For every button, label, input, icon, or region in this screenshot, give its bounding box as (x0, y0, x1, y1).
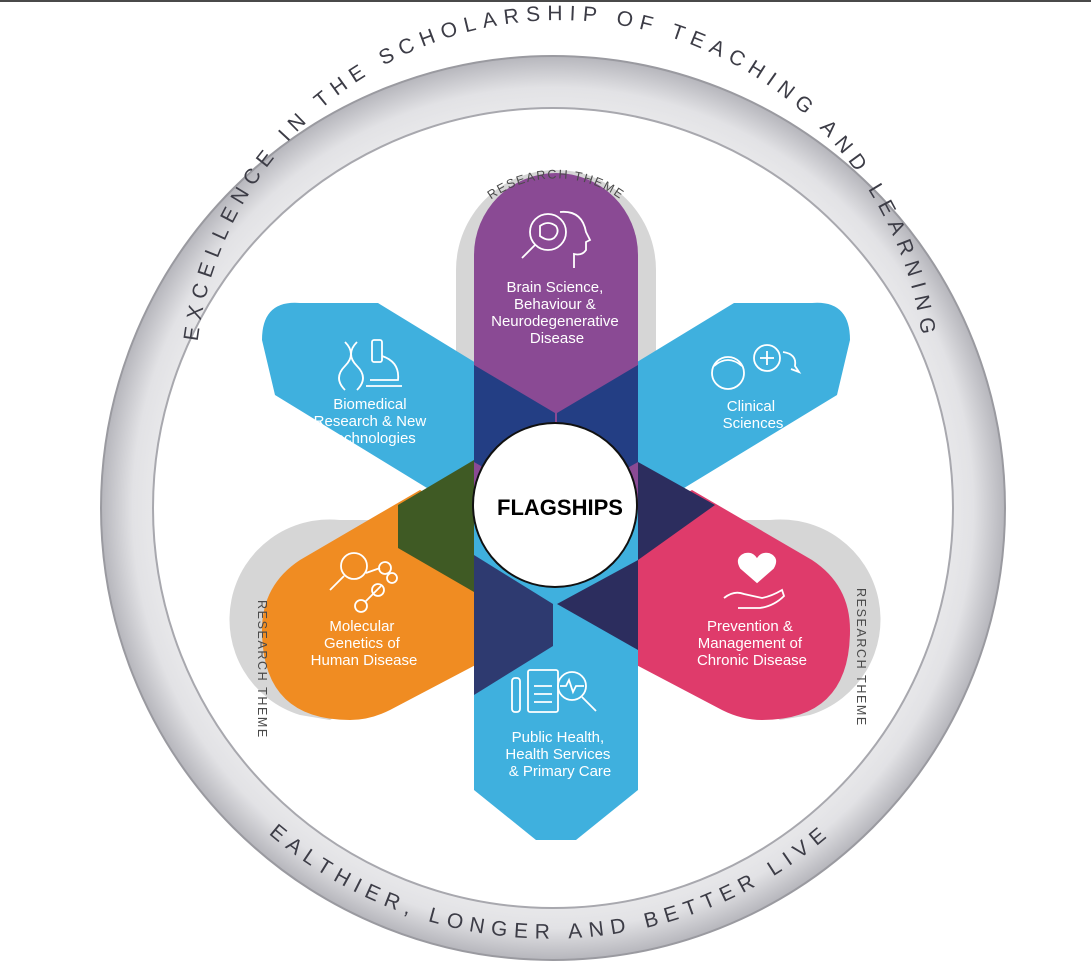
doctor-chat-icon (711, 344, 802, 390)
theme-label-prevention: Prevention & Management of Chronic Disea… (697, 618, 807, 669)
overlap-lower-right (557, 560, 638, 650)
molecule-magnifier-icon (329, 552, 398, 613)
band-label-right: RESEARCH THEME (854, 588, 868, 727)
theme-label-molecular: Molecular Genetics of Human Disease (311, 618, 418, 669)
band-label-left: RESEARCH THEME (255, 600, 269, 739)
overlap-lower-left (474, 555, 553, 695)
overlap-right (638, 462, 715, 560)
center-label: FLAGSHIPS (497, 495, 623, 520)
overlap-left (398, 460, 474, 592)
clipboard-testtube-icon (511, 669, 597, 713)
center-circle[interactable] (472, 422, 638, 588)
theme-label-brain: Brain Science, Behaviour & Neurodegenera… (491, 279, 623, 347)
theme-label-biomedical: Biomedical Research & New Technologies (314, 396, 431, 447)
theme-label-clinical: Clinical Sciences (723, 398, 784, 432)
theme-label-public-health: Public Health, Health Services & Primary… (505, 729, 614, 780)
brain-magnifier-icon (521, 210, 592, 268)
top-border-line (0, 0, 1091, 2)
dna-microscope-icon (338, 339, 402, 391)
heart-hand-icon (723, 552, 786, 609)
